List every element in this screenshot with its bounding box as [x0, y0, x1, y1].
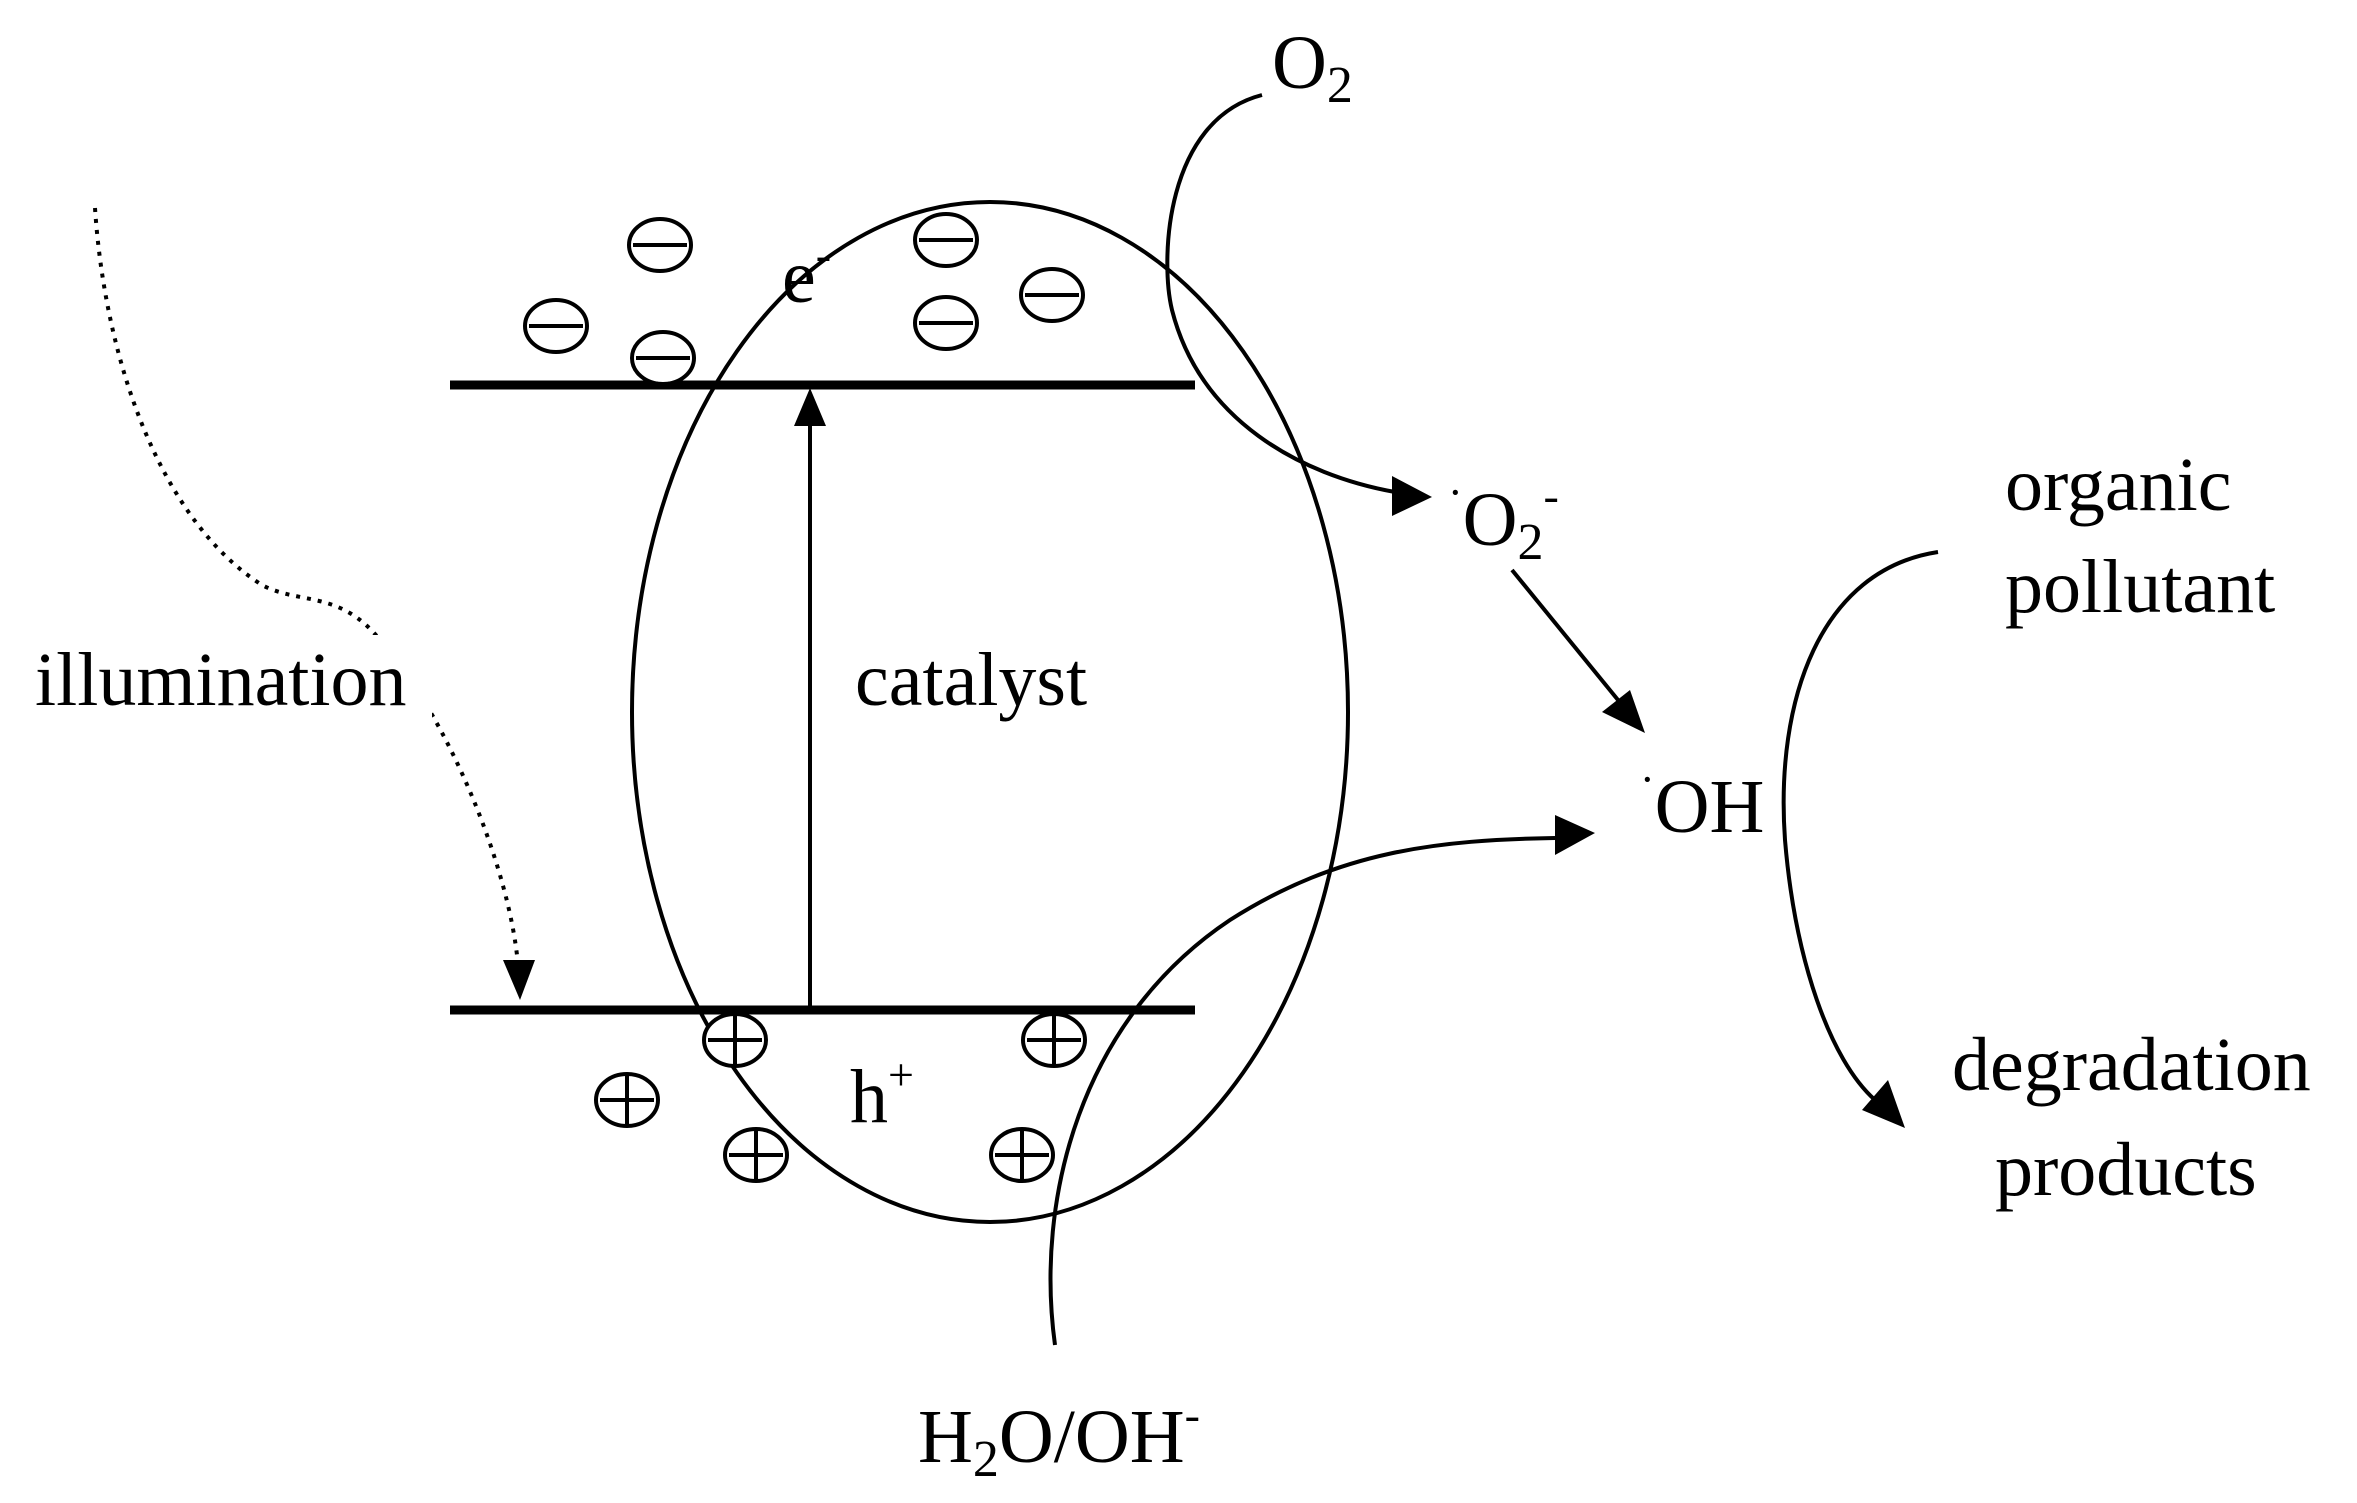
- oxygen-label: O2: [1272, 21, 1353, 114]
- electron-symbol: [523, 298, 589, 354]
- illumination-label-bg: [32, 635, 432, 720]
- degradation-arrow: [1781, 550, 1939, 1128]
- catalyst-particle: [630, 200, 1350, 1224]
- hole-symbol: [1021, 1012, 1087, 1068]
- oxygen-to-superoxide-arrow: [1165, 93, 1432, 516]
- degradation-products-label: degradation: [1952, 1023, 2311, 1107]
- hole-symbol: [723, 1127, 789, 1183]
- organic-pollutant-label-line2: pollutant: [2005, 545, 2275, 629]
- electrons: [523, 212, 1085, 386]
- electron-symbol: [1019, 267, 1085, 323]
- holes: [594, 1012, 1087, 1183]
- electron-symbol: [627, 217, 693, 273]
- catalyst-label: catalyst: [855, 638, 1087, 722]
- electron-symbol: [913, 212, 979, 268]
- illumination-arrow: [93, 207, 535, 1000]
- superoxide-to-hydroxyl-arrow: [1510, 568, 1645, 733]
- hole-symbol: [594, 1072, 660, 1128]
- water-to-hydroxyl-arrow: [1048, 815, 1595, 1346]
- hole-symbol: [989, 1127, 1055, 1183]
- hydroxyl-label: ·OH: [1640, 755, 1764, 849]
- organic-pollutant-label: organic: [2005, 443, 2232, 527]
- electron-symbol: [913, 295, 979, 351]
- hole-label: h+: [850, 1049, 914, 1139]
- degradation-products-label-line2: products: [1995, 1128, 2257, 1212]
- electron-label: e-: [782, 229, 831, 319]
- superoxide-label: ·O2-: [1448, 468, 1559, 571]
- excitation-arrow: [794, 388, 826, 1008]
- water-hydroxide-label: H2O/OH-: [918, 1389, 1200, 1488]
- illumination-label: illumination: [35, 638, 407, 722]
- hole-symbol: [702, 1012, 768, 1068]
- electron-symbol: [630, 330, 696, 386]
